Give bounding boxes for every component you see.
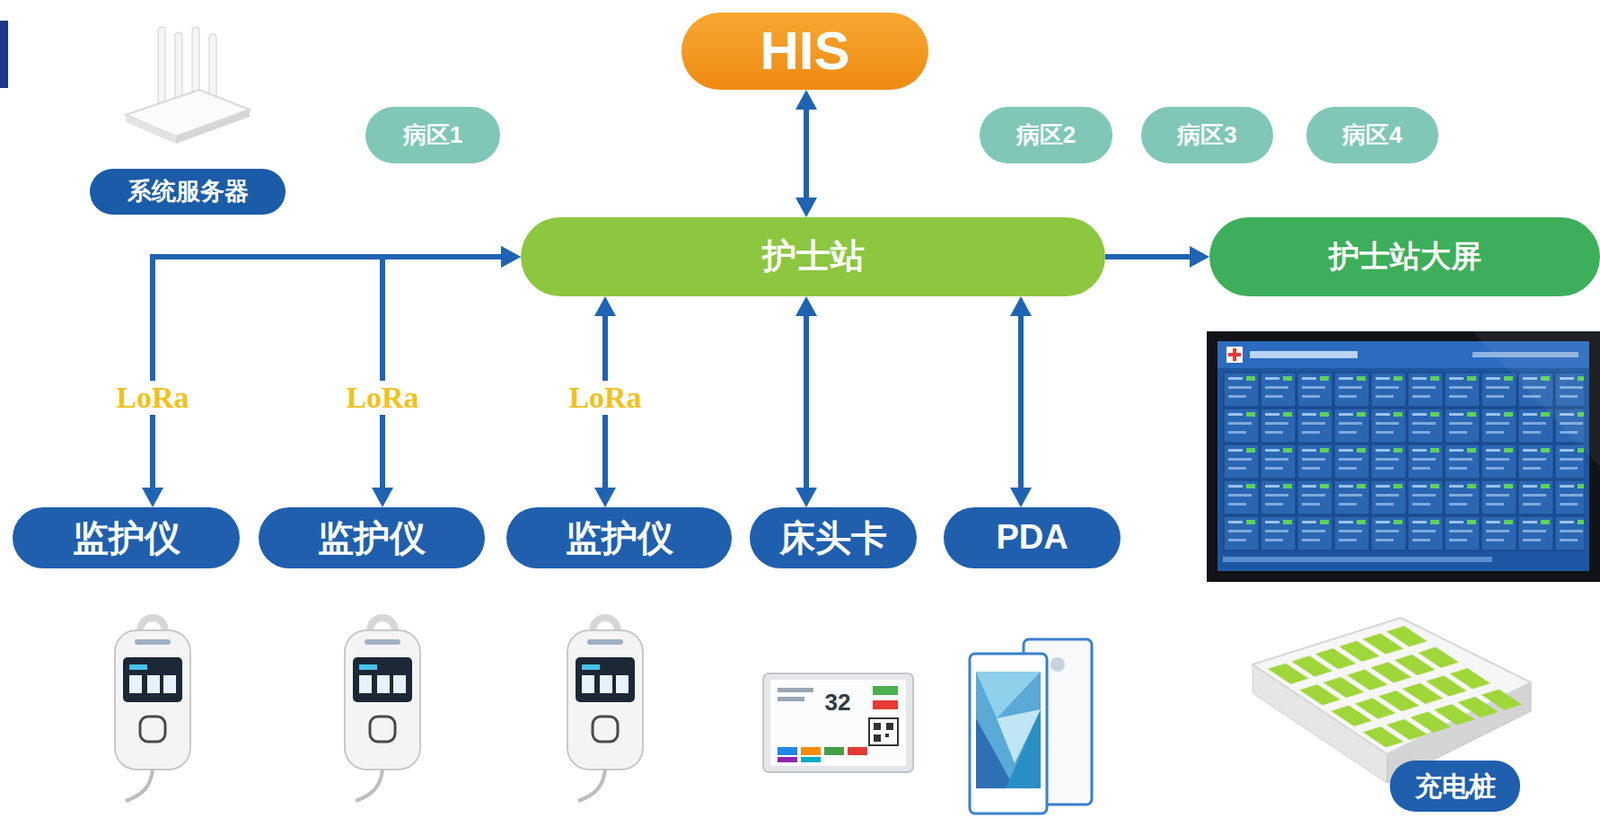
ward-pill: 病区1: [365, 106, 501, 164]
arrow-head: [594, 487, 616, 508]
connector-line: [803, 314, 809, 490]
arrow-head: [1010, 487, 1032, 508]
station-pill: 护士站: [520, 217, 1106, 297]
arrow-head: [594, 296, 616, 317]
arrow-head: [1010, 296, 1032, 317]
edge-label: LoRa: [564, 380, 645, 414]
arrow-head: [795, 197, 818, 218]
device-label: 充电桩: [1389, 760, 1521, 812]
edge-label: LoRa: [342, 380, 422, 414]
corner-bar: [0, 20, 9, 88]
node-text: 护士站: [762, 237, 865, 276]
arrow-head: [501, 246, 521, 268]
node-text: HIS: [759, 21, 850, 81]
edge-label: LoRa: [112, 380, 193, 414]
connector: [371, 246, 521, 508]
node-text: 监护仪: [317, 518, 426, 558]
arrow-head: [141, 487, 164, 508]
ward-pill: 病区2: [979, 106, 1113, 164]
connector-line: [152, 256, 503, 490]
device-label: 系统服务器: [89, 168, 286, 215]
pda-illustration: [969, 639, 1092, 814]
screen-number: 32: [825, 690, 852, 714]
connector: [141, 246, 521, 508]
arrow-head: [501, 246, 521, 268]
arrow-head: [795, 89, 818, 110]
screen-pill: 护士站大屏: [1209, 217, 1600, 297]
node-text: 病区1: [403, 122, 463, 149]
node-text: 护士站大屏: [1328, 239, 1482, 273]
system-pill: HIS: [681, 12, 929, 90]
connector-line: [803, 107, 809, 200]
node-text: 病区4: [1342, 122, 1402, 149]
big-screen-illustration: [1206, 331, 1600, 582]
connector-line: [1105, 254, 1192, 260]
charging-dock-illustration: [1252, 617, 1531, 783]
arrow-head: [1189, 246, 1210, 268]
device-label: 监护仪: [258, 507, 485, 569]
device-label: 监护仪: [506, 507, 732, 569]
arrow-head: [371, 487, 394, 508]
node-text: 病区2: [1016, 122, 1076, 149]
device-label: 监护仪: [12, 507, 240, 569]
arrow-head: [795, 487, 818, 508]
ward-pill: 病区3: [1141, 106, 1274, 164]
connector-line: [382, 256, 503, 490]
node-text: 监护仪: [72, 518, 181, 558]
connector: [1105, 246, 1210, 268]
connector: [1010, 296, 1032, 508]
node-text: 监护仪: [565, 518, 674, 558]
arrow-head: [795, 296, 818, 317]
bedside-card-illustration: [763, 673, 914, 773]
node-text: 床头卡: [779, 518, 888, 558]
connector-line: [1018, 314, 1024, 490]
connector: [795, 89, 818, 218]
node-text: 充电桩: [1415, 771, 1496, 801]
node-text: 病区3: [1177, 122, 1237, 149]
device-label: PDA: [943, 507, 1121, 569]
node-text: 系统服务器: [127, 178, 249, 206]
monitor-device: [114, 617, 643, 801]
ward-pill: 病区4: [1306, 106, 1439, 164]
connector: [795, 296, 818, 508]
node-text: PDA: [995, 518, 1068, 557]
router-illustration: [125, 26, 250, 144]
device-label: 床头卡: [749, 507, 917, 569]
